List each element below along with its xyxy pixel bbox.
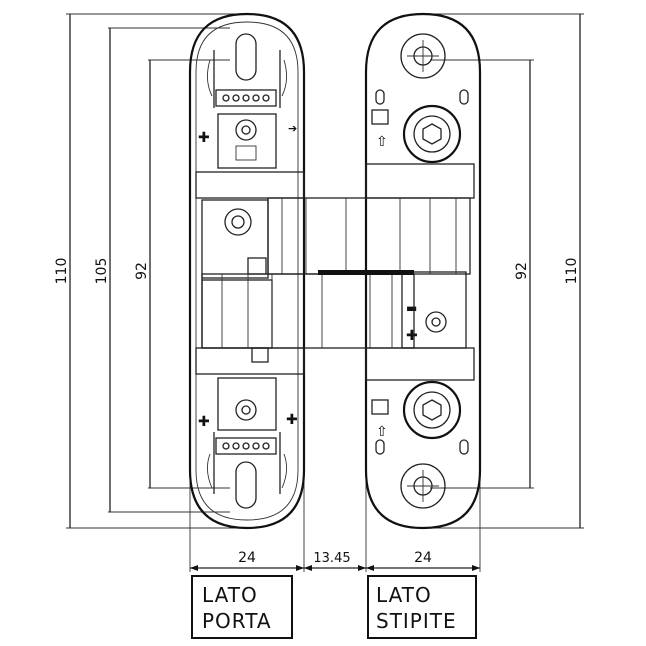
door-side-label-box: LATO PORTA <box>191 575 293 639</box>
plus-icon: ✚ <box>286 412 298 428</box>
frame-side-label-line2: STIPITE <box>376 609 457 633</box>
frame-side-plate: ⇧ ▬ ✚ ⇧ <box>364 12 482 530</box>
adjustment-holes-bottom <box>215 437 277 455</box>
door-side-plate: ✚ ➔ ✚ ✚ <box>188 12 306 530</box>
arrow-up-icon: ⇧ <box>376 424 388 440</box>
frame-side-label-line1: LATO <box>376 583 432 607</box>
screw-icon <box>224 208 252 236</box>
plus-icon: ✚ <box>198 414 210 430</box>
adjustment-holes-top <box>215 89 277 107</box>
minus-icon: ➔ <box>288 122 297 135</box>
door-side-label-line1: LATO <box>202 583 258 607</box>
hinge-arms <box>201 197 471 363</box>
dim-left-inner-height: 92 <box>134 262 150 280</box>
frame-side-label-box: LATO STIPITE <box>367 575 477 639</box>
dim-right-inner-height: 92 <box>514 262 530 280</box>
plus-icon: ✚ <box>406 328 418 344</box>
minus-icon: ▬ <box>406 301 417 315</box>
dim-width-left: 24 <box>238 550 256 566</box>
dim-right-outer-height: 110 <box>564 258 580 285</box>
dim-width-gap: 13.45 <box>313 551 350 566</box>
dim-width-right: 24 <box>414 550 432 566</box>
dimension-lines <box>66 13 584 572</box>
hex-screw-icon <box>402 104 462 164</box>
hex-screw-icon <box>402 380 462 440</box>
plus-icon: ✚ <box>198 130 210 146</box>
dim-left-outer-height: 110 <box>54 258 70 285</box>
dim-left-mid-height: 105 <box>94 258 110 285</box>
mounting-hole-top <box>400 33 446 79</box>
arrow-up-icon: ⇧ <box>376 134 388 150</box>
adjust-screw-icon <box>425 311 447 333</box>
door-side-label-line2: PORTA <box>202 609 272 633</box>
mounting-hole-bottom <box>400 463 446 509</box>
